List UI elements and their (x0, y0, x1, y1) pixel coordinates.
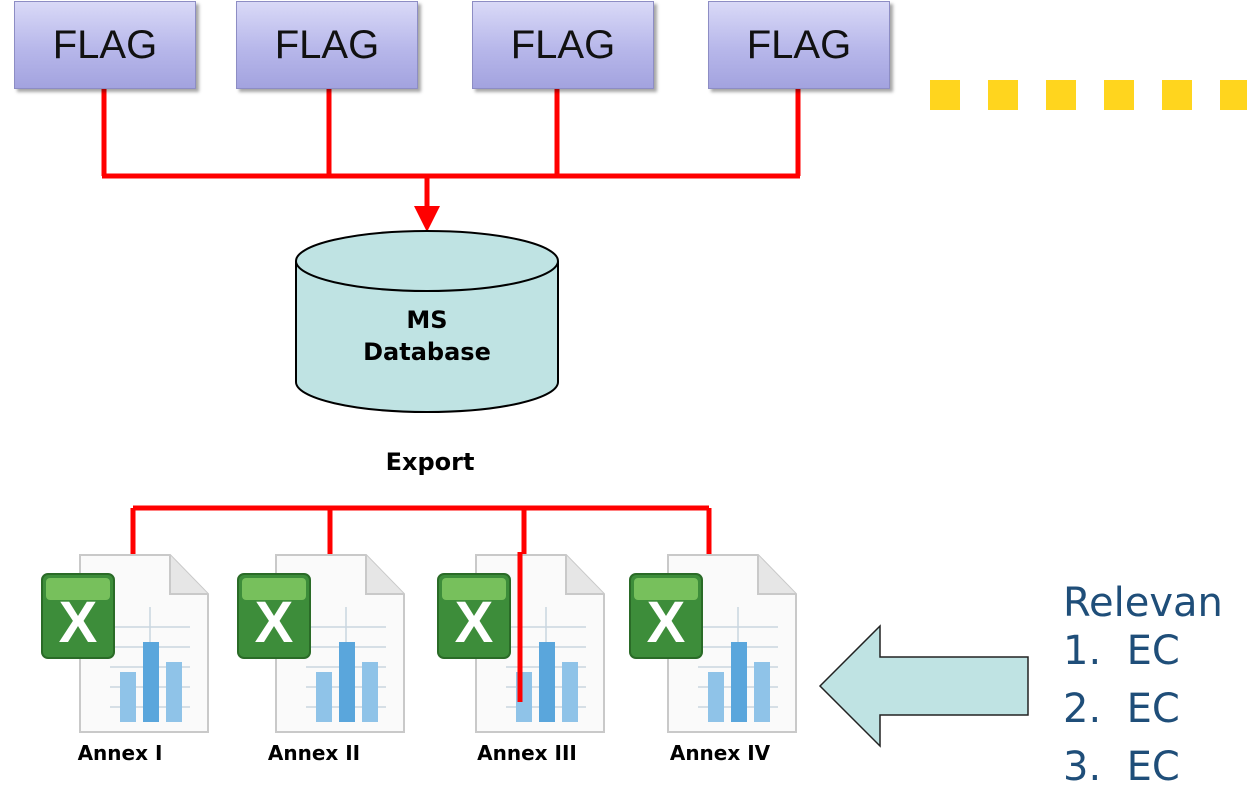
svg-text:X: X (455, 590, 494, 655)
continuation-dot (1046, 80, 1076, 110)
database-label-line2: Database (363, 338, 491, 366)
list-text: EC (1126, 686, 1180, 732)
relevant-list-item-3: 3. EC (1063, 744, 1180, 790)
continuation-dot (1220, 80, 1247, 110)
flag-label: FLAG (52, 22, 158, 67)
continuation-dot (1104, 80, 1134, 110)
annex-label-2: Annex II (267, 741, 361, 765)
flag-label: FLAG (510, 22, 616, 67)
continuation-dot (930, 80, 960, 110)
list-text: EC (1126, 628, 1180, 674)
diagram-canvas (101, 89, 1029, 748)
excel-file-icon: X (629, 554, 797, 733)
flag-box-3: FLAG (472, 1, 654, 89)
flags-to-database-connector (101, 89, 801, 179)
relevant-list-item-1: 1. EC (1063, 628, 1180, 674)
excel-file-icon: X (437, 552, 605, 733)
flag-label: FLAG (746, 22, 852, 67)
excel-file-icon: X (41, 554, 209, 733)
export-connector (130, 505, 712, 561)
relevant-heading: Relevan (1063, 580, 1223, 626)
arrow-to-database (414, 176, 440, 232)
database-label: MS Database (296, 304, 558, 368)
list-number: 1. (1063, 628, 1102, 674)
annex-label-4: Annex IV (669, 741, 771, 765)
flag-box-2: FLAG (236, 1, 418, 89)
svg-text:X: X (255, 590, 294, 655)
flag-label: FLAG (274, 22, 380, 67)
annex-label-1: Annex I (77, 741, 163, 765)
list-text: EC (1126, 744, 1180, 790)
svg-text:X: X (647, 590, 686, 655)
database-cylinder (295, 230, 559, 413)
big-left-arrow (818, 624, 1029, 748)
excel-file-icon: X (237, 554, 405, 733)
list-number: 3. (1063, 744, 1102, 790)
flag-box-4: FLAG (708, 1, 890, 89)
continuation-dot (988, 80, 1018, 110)
database-label-line1: MS (406, 306, 448, 334)
svg-text:X: X (59, 590, 98, 655)
flag-box-1: FLAG (14, 1, 196, 89)
list-number: 2. (1063, 686, 1102, 732)
annex-label-3: Annex III (477, 741, 577, 765)
continuation-dot (1162, 80, 1192, 110)
export-label: Export (385, 448, 475, 476)
relevant-list-item-2: 2. EC (1063, 686, 1180, 732)
